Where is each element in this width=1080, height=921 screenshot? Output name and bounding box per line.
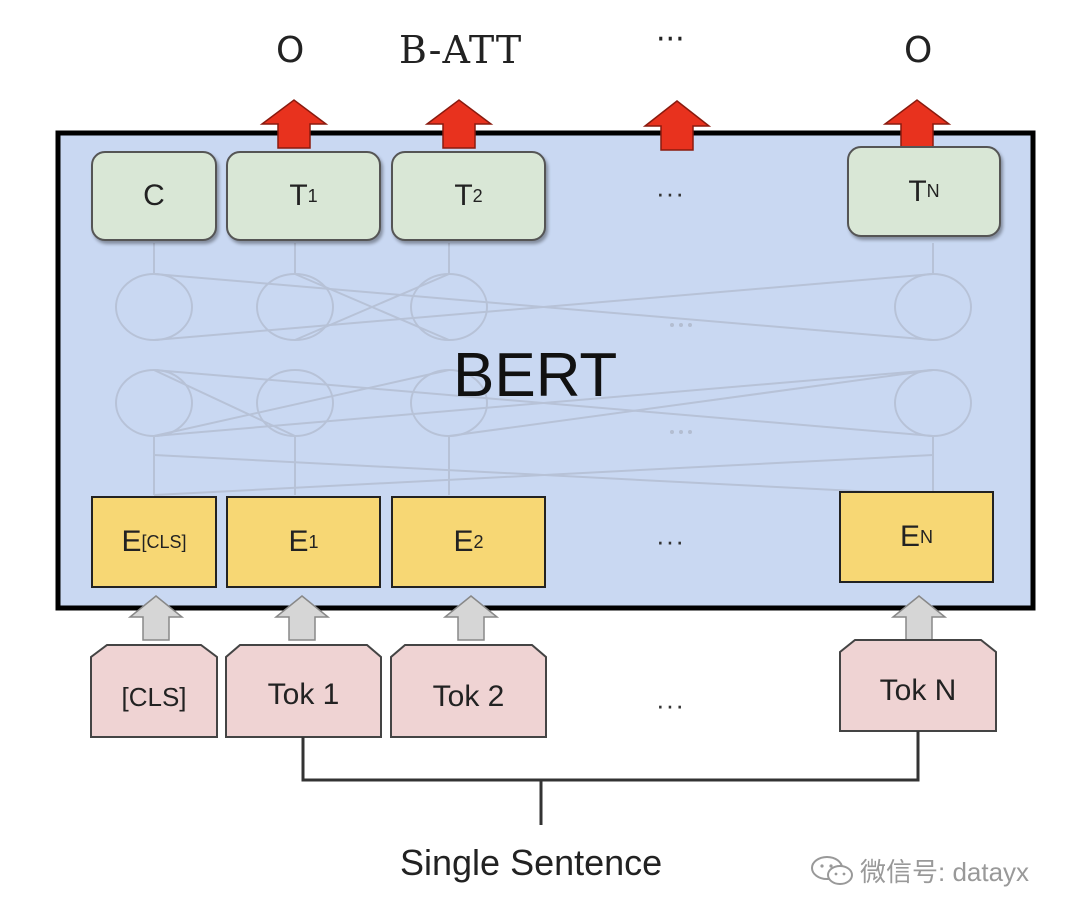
- arrow-up-icon: [882, 99, 952, 149]
- token-2: Tok 2: [432, 679, 505, 713]
- output-box-tn-sub: N: [926, 181, 940, 201]
- watermark-text: 微信号: datayx: [860, 857, 1030, 887]
- token-1: Tok 1: [267, 677, 340, 711]
- embedding-2-label: E: [453, 525, 474, 558]
- bert-label: BERT: [453, 341, 618, 410]
- hidden-dots: [670, 323, 692, 434]
- watermark: 微信号: datayx: [810, 852, 1029, 889]
- output-box-t2-label: T: [454, 179, 473, 212]
- embedding-box-cls: E[CLS]: [91, 496, 217, 588]
- arrow-up-icon: [127, 595, 185, 641]
- embedding-2-sub: 2: [473, 531, 484, 552]
- sentence-caption: Single Sentence: [400, 842, 663, 883]
- output-label-2: B-ATT: [399, 28, 523, 72]
- output-label-3: ···: [656, 22, 685, 57]
- output-arrows: [259, 99, 952, 151]
- embedding-1-sub: 1: [308, 531, 319, 552]
- token-n: Tok N: [879, 673, 957, 707]
- token-box-cls: [90, 644, 218, 738]
- input-arrows: [127, 595, 948, 641]
- embedding-n-sub: N: [920, 526, 933, 547]
- embedding-cls-label: E: [121, 525, 142, 558]
- token-box-1: [225, 644, 382, 738]
- token-box-2: [390, 644, 547, 738]
- output-box-t2-sub: 2: [472, 185, 483, 206]
- token-shapes: [90, 639, 997, 738]
- embedding-n-label: E: [899, 520, 920, 553]
- embedding-1-label: E: [288, 525, 309, 558]
- embedding-cls-sub: [CLS]: [141, 531, 187, 552]
- arrow-up-icon: [642, 100, 712, 151]
- token-ellipsis: ···: [656, 690, 685, 720]
- output-label-n: O: [904, 30, 933, 71]
- output-label-1: O: [276, 30, 305, 71]
- token-box-n: [839, 639, 997, 732]
- output-box-t1-sub: 1: [307, 185, 318, 206]
- sentence-bracket: [301, 731, 920, 825]
- wechat-icon: [811, 855, 853, 885]
- embedding-ellipsis: ···: [656, 526, 685, 556]
- token-cls: [CLS]: [121, 681, 187, 712]
- output-box-c-label: C: [143, 179, 165, 212]
- output-box-tn-label: T: [908, 174, 927, 208]
- arrow-up-icon: [424, 99, 494, 149]
- arrow-up-icon: [442, 595, 500, 641]
- arrow-up-icon: [259, 99, 329, 149]
- arrow-up-icon: [273, 595, 331, 641]
- output-box-c: C: [91, 151, 217, 241]
- output-box-t1-label: T: [289, 179, 308, 212]
- arrow-up-icon: [890, 595, 948, 641]
- hidden-network: [115, 243, 972, 496]
- output-ellipsis: ···: [656, 178, 685, 208]
